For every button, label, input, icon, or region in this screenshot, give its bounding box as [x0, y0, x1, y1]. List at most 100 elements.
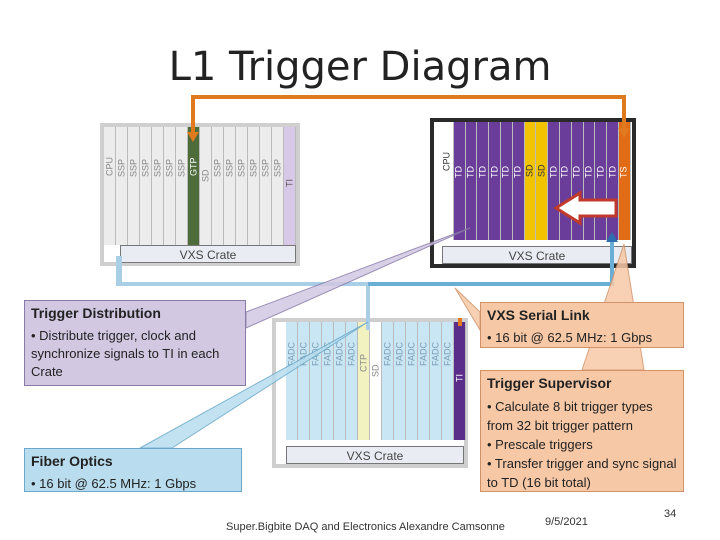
trigger-supervisor-bullet-3: • Transfer trigger and sync signal to TD…: [487, 456, 677, 490]
right-crate-slot-td: TD: [583, 122, 596, 240]
center-crate-slot-label: SD: [370, 364, 380, 378]
center-crate-slot-label: FADC: [430, 341, 440, 366]
center-crate-slot-fadc: FADC: [346, 322, 358, 440]
center-crate-slot-fadc: FADC: [394, 322, 406, 440]
center-crate-slot-label: FADC: [322, 341, 332, 366]
center-crate-slot-fadc: FADC: [406, 322, 418, 440]
center-crate-slot-label: FADC: [334, 341, 344, 366]
center-crate-slot-label: FADC: [286, 341, 296, 366]
fiber-optics-box: Fiber Optics • 16 bit @ 62.5 MHz: 1 Gbps: [24, 448, 242, 492]
right-crate-slot-td: TD: [572, 122, 584, 240]
trigger-supervisor-bullet-2: • Prescale triggers: [487, 437, 593, 452]
center-crate-slot-fadc: FADC: [298, 322, 310, 440]
center-crate-slot-label: CTP: [358, 354, 368, 372]
trigger-distribution-title: Trigger Distribution: [31, 305, 161, 321]
right-crate-slot-td: TD: [548, 122, 560, 240]
right-crate-slot-label: TD: [465, 166, 476, 178]
left-crate-slot-sd: SD: [200, 127, 212, 245]
center-crate-slot-fadc: FADC: [442, 322, 454, 440]
left-crate-slot-ssp: SSP: [128, 127, 140, 245]
left-crate-slot-label: TI: [284, 179, 294, 187]
trigger-distribution-text: • Distribute trigger, clock and synchron…: [31, 328, 220, 379]
right-crate-slot-label: TD: [595, 166, 606, 178]
center-crate-slot-fadc: FADC: [310, 322, 322, 440]
center-crate-slot-label: FADC: [418, 341, 428, 366]
left-crate-slot-ssp: SSP: [152, 127, 164, 245]
right-crate-slot-label: TD: [548, 166, 559, 178]
center-crate-slot-label: FADC: [298, 341, 308, 366]
left-crate-slot-gtp: GTP: [188, 127, 200, 245]
right-crate-slot-label: TD: [571, 166, 582, 178]
center-crate-slot-label: FADC: [310, 341, 320, 366]
center-crate-slot-fadc: FADC: [322, 322, 334, 440]
right-crate-slot-td: TD: [513, 122, 525, 240]
right-crate-slot-label: TD: [489, 166, 500, 178]
page-title: L1 Trigger Diagram: [168, 44, 552, 90]
left-crate-label: VXS Crate: [120, 245, 296, 263]
left-crate-slot-label: SSP: [116, 158, 126, 177]
center-crate-slot-fadc: FADC: [418, 322, 430, 440]
left-crate-slot-ssp: SSP: [248, 127, 260, 245]
left-crate-slot-label: SD: [200, 169, 210, 183]
left-crate-slot-ssp: SSP: [212, 127, 224, 245]
serial-link-box: VXS Serial Link • 16 bit @ 62.5 MHz: 1 G…: [480, 302, 684, 348]
left-crate-slot-ssp: SSP: [140, 127, 152, 245]
center-crate-slot-ctp: CTP: [358, 322, 370, 440]
right-crate-slot-label: CPU: [441, 151, 452, 171]
right-crate-label: VXS Crate: [442, 246, 632, 264]
right-crate-slot-sd: SD: [524, 122, 537, 240]
right-crate-slot-sd: SD: [536, 122, 549, 240]
center-crate-slot-sd: SD: [370, 322, 382, 440]
left-crate-slot-label: SSP: [176, 158, 186, 177]
center-crate-slot-label: FADC: [394, 341, 404, 366]
right-crate-slot-td: TD: [477, 122, 490, 240]
left-crate-slot-label: SSP: [212, 158, 222, 177]
left-crate-slot-ssp: SSP: [260, 127, 272, 245]
footer-page-number: 34: [664, 508, 677, 520]
center-crate-slot-fadc: FADC: [430, 322, 442, 440]
right-crate-slot-cpu: CPU: [442, 122, 454, 240]
right-crate-slot-label: TD: [583, 166, 594, 178]
trigger-supervisor-box: Trigger Supervisor • Calculate 8 bit tri…: [480, 370, 684, 492]
serial-link-title: VXS Serial Link: [487, 307, 590, 323]
left-crate-slot-label: SSP: [128, 158, 138, 177]
footer-author-text: Super.Bigbite DAQ and Electronics Alexan…: [226, 521, 505, 533]
left-crate-slot-label: SSP: [224, 158, 234, 177]
trigger-distribution-box: Trigger Distribution • Distribute trigge…: [24, 300, 246, 386]
right-crate-slot-td: TD: [465, 122, 478, 240]
center-crate-slot-fadc: FADC: [382, 322, 394, 440]
center-crate-slot-label: FADC: [382, 341, 392, 366]
trigger-supervisor-bullet-1: • Calculate 8 bit trigger types from 32 …: [487, 399, 653, 433]
right-crate-slot-label: TS: [618, 166, 629, 179]
left-crate-slot-ssp: SSP: [236, 127, 248, 245]
left-crate-slot-label: CPU: [104, 156, 114, 176]
left-crate-slot-label: SSP: [164, 158, 174, 177]
right-crate-slot-td: TD: [454, 122, 466, 240]
serial-link-text: • 16 bit @ 62.5 MHz: 1 Gbps: [487, 330, 653, 345]
right-crate-slot-ts: TS: [619, 122, 631, 240]
fiber-optics-text: • 16 bit @ 62.5 MHz: 1 Gbps: [31, 476, 197, 491]
right-crate-slot-label: TD: [500, 166, 511, 178]
left-crate-slot-label: SSP: [260, 158, 270, 177]
left-crate-slot-label: SSP: [236, 158, 246, 177]
right-crate-slot-label: TD: [477, 166, 488, 178]
right-crate-slot-label: SD: [524, 164, 535, 178]
left-crate-slot-ssp: SSP: [164, 127, 176, 245]
left-crate-slot-ssp: SSP: [272, 127, 284, 245]
center-crate-slot-fadc: FADC: [334, 322, 346, 440]
center-crate-slot-label: FADC: [406, 341, 416, 366]
left-crate-slot-label: GTP: [188, 157, 198, 177]
right-crate-slot-td: TD: [560, 122, 572, 240]
left-crate-slot-label: SSP: [140, 158, 150, 177]
right-crate-slot-td: TD: [501, 122, 513, 240]
left-crate-slot-ssp: SSP: [116, 127, 128, 245]
right-crate-slot-label: TD: [607, 166, 618, 178]
right-crate-slot-label: SD: [536, 164, 547, 178]
left-crate-slot-ssp: SSP: [224, 127, 236, 245]
